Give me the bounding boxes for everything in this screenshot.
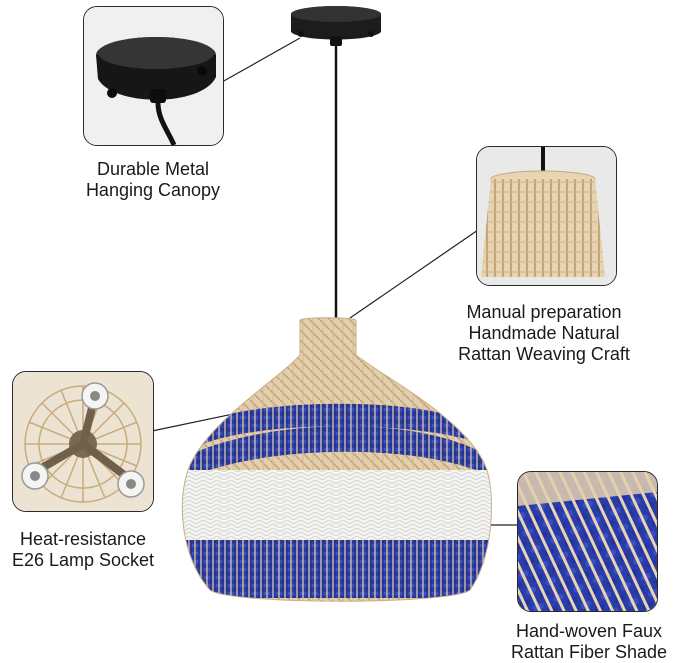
rattan-shade <box>182 317 492 602</box>
weaving-label-line2: Handmade Natural <box>468 323 620 343</box>
lamp-socket-icon <box>13 372 153 511</box>
woven-fiber-icon <box>518 472 657 611</box>
socket-label-line2: E26 Lamp Socket <box>11 550 155 570</box>
socket-label-line1: Heat-resistance <box>19 529 147 549</box>
fiber-label: Hand-woven Faux Rattan Fiber Shade <box>499 621 679 663</box>
fiber-label-line2: Rattan Fiber Shade <box>510 642 668 662</box>
ceiling-canopy <box>291 6 381 46</box>
weaving-label: Manual preparation Handmade Natural Ratt… <box>444 302 644 365</box>
socket-label: Heat-resistance E26 Lamp Socket <box>0 529 166 571</box>
fiber-inset <box>517 471 658 612</box>
leader-line-canopy <box>221 37 301 83</box>
weaving-label-line1: Manual preparation <box>466 302 622 322</box>
weaving-inset <box>476 146 617 286</box>
metal-canopy-icon <box>84 7 223 145</box>
socket-inset <box>12 371 154 512</box>
weaving-label-line3: Rattan Weaving Craft <box>458 344 630 364</box>
canopy-label-line1: Durable Metal <box>96 159 210 179</box>
leader-line-weaving <box>349 229 479 319</box>
rattan-top-icon <box>477 147 616 285</box>
canopy-label: Durable Metal Hanging Canopy <box>70 159 236 201</box>
canopy-inset <box>83 6 224 146</box>
fiber-label-line1: Hand-woven Faux <box>515 621 663 641</box>
canopy-label-line2: Hanging Canopy <box>85 180 221 200</box>
